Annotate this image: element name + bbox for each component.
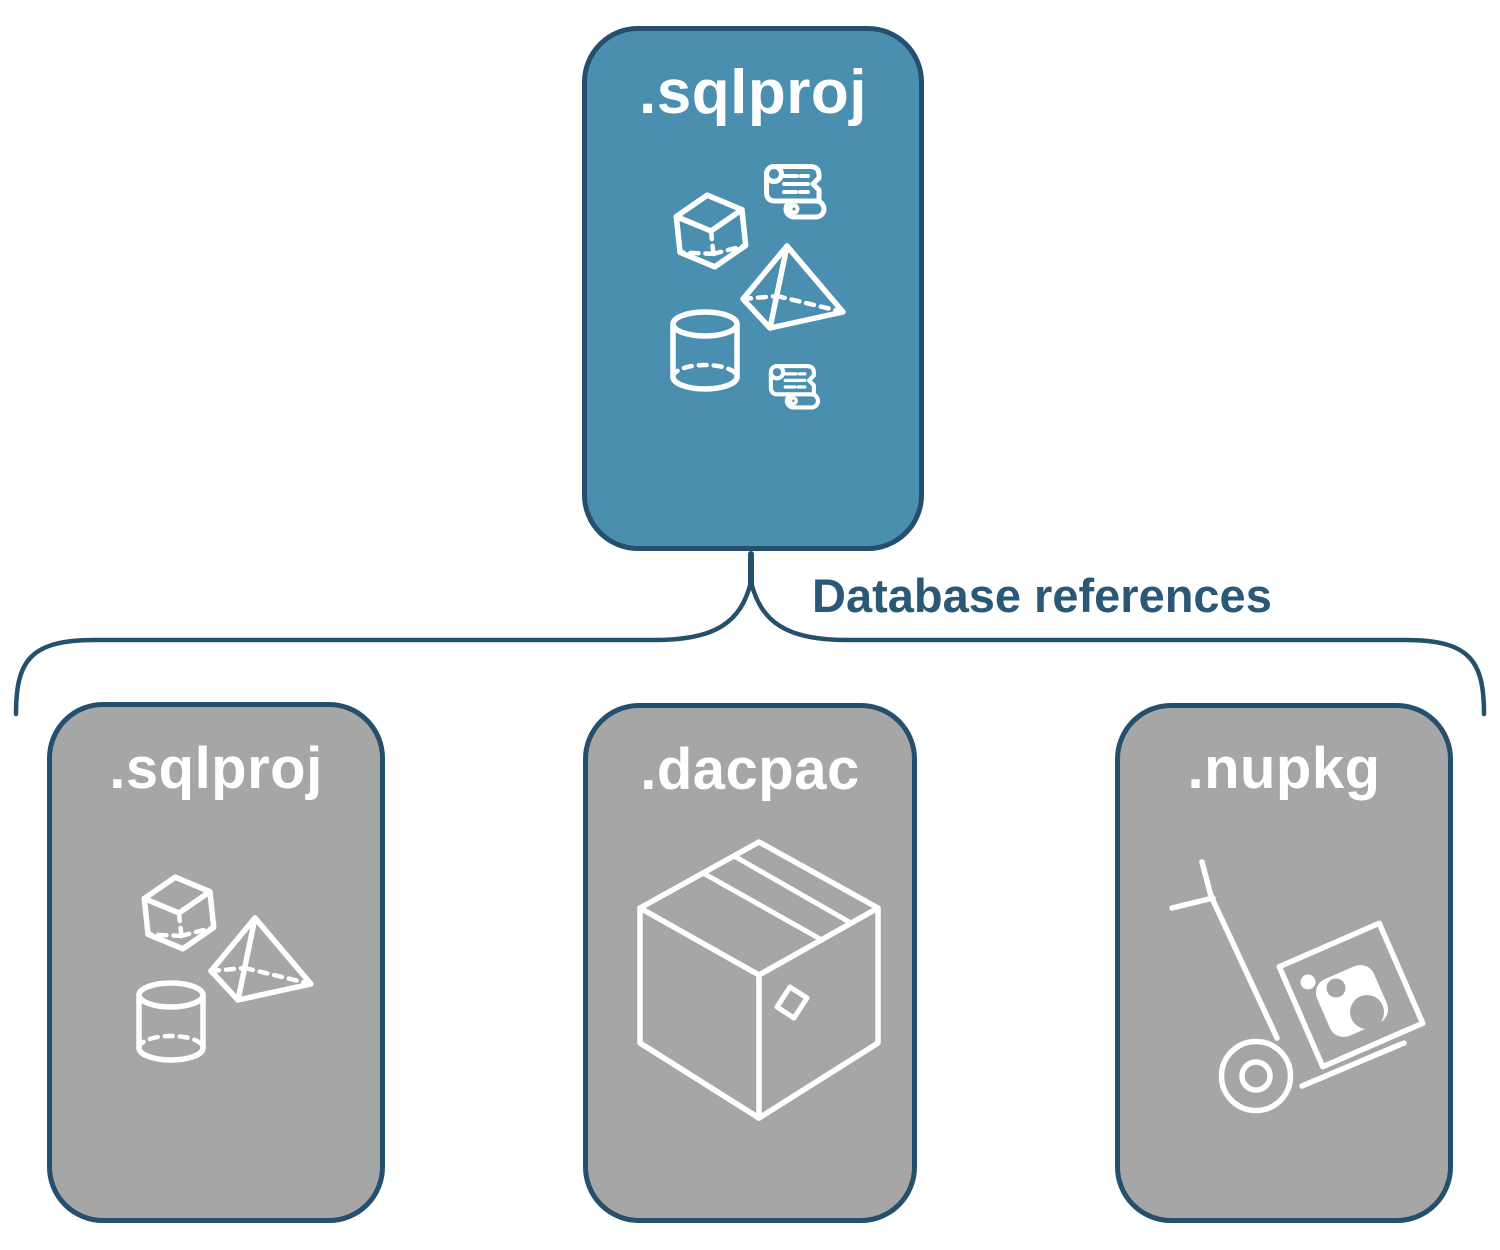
child-node-title-sqlproj: .sqlproj	[109, 736, 323, 801]
child-node-title-dacpac: .dacpac	[640, 737, 860, 802]
root-node-title: .sqlproj	[639, 58, 867, 127]
child-node-title-nupkg: .nupkg	[1187, 736, 1381, 801]
connector-label: Database references	[812, 569, 1272, 622]
